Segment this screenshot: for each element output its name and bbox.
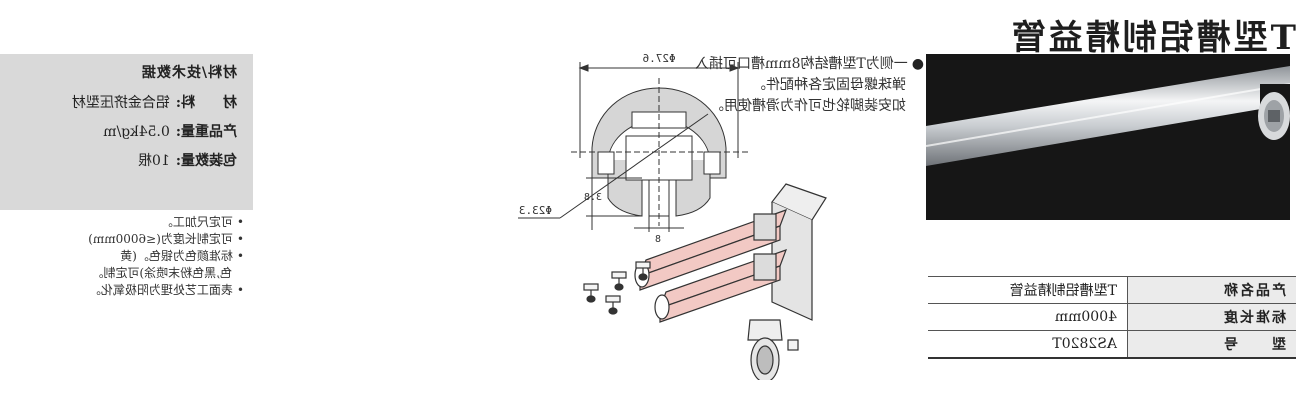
note-item: •可定尺加工。 [160,215,244,229]
material-row: 包装数量:10根 [138,153,237,169]
spec-label: 标准长度 [1127,303,1296,331]
aluminum-tube-image [926,66,1290,166]
spec-value: AS2820T [928,330,1128,358]
material-heading: 材料/技术数据 [140,65,237,81]
slot-depth-label: 3.8 [584,192,602,203]
material-row: 产品重量:0.54kg/m [103,124,237,140]
material-row: 材 料:铝合金挤压型材 [71,95,237,111]
note-item: •标准颜色为银色。(黄 [120,249,244,263]
spec-value: T型槽铝制精益管 [928,276,1128,304]
spec-table: 产品名称 T型槽铝制精益管 标准长度 4000mm 型 号 AS2820T [928,276,1296,359]
note-item: 色,黑色粉末喷涂)可定制。 [91,266,233,280]
material-data-box: 材料/技术数据 材 料:铝合金挤压型材 产品重量:0.54kg/m 包装数量:1… [0,54,253,210]
inner-diameter-label: Φ23.3 [519,204,552,217]
note-item: •表面工艺处理为阳极氧化。 [88,283,244,297]
note-item: •可定制长度为(≤6000mm) [88,232,244,246]
slot-width-label: 8 [655,234,661,245]
notes-list: •可定尺加工。 •可定制长度为(≤6000mm) •标准颜色为银色。(黄 色,黑… [4,214,244,299]
spec-label: 型 号 [1127,330,1296,358]
table-row: 产品名称 T型槽铝制精益管 [928,276,1296,304]
page-title: T型槽铝制精益管 [1008,18,1296,58]
spec-label: 产品名称 [1127,276,1296,304]
product-photo [926,54,1290,220]
outer-diameter-label: Φ27.6 [642,52,675,65]
spec-value: 4000mm [928,303,1128,331]
bullet-dot-icon: ● [911,56,924,72]
assembly-illustration [583,183,827,380]
table-row: 标准长度 4000mm [928,303,1296,331]
table-row: 型 号 AS2820T [928,330,1296,358]
cross-section-drawing: Φ27.6 8 3.8 Φ23.3 [518,52,748,245]
